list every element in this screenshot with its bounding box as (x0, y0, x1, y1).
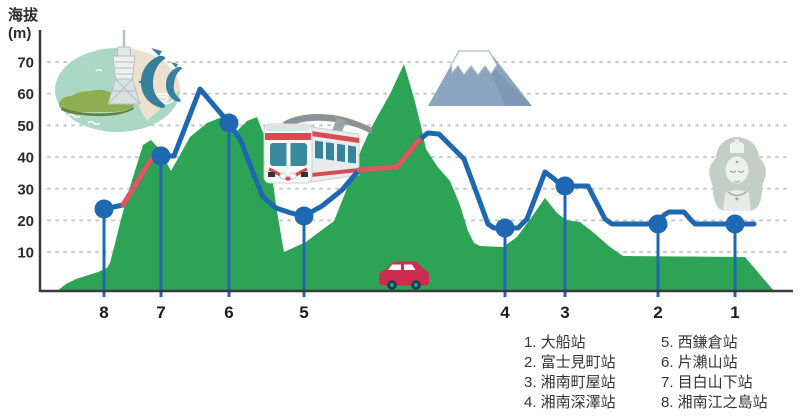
steep-segment-1 (120, 155, 155, 208)
station-dot-5 (294, 206, 314, 226)
y-axis-unit: (m) (8, 25, 31, 42)
station-dot-4 (495, 218, 515, 238)
buddha-urna (735, 160, 739, 164)
x-tick-label-2: 2 (653, 303, 662, 322)
buddha-necklace (727, 191, 747, 197)
car-hub-right (414, 283, 418, 287)
dolphin-small-icon (166, 66, 183, 102)
tower-spire (122, 32, 126, 48)
station-legend: 1. 大船站 2. 富士見町站 3. 湘南町屋站 4. 湘南深澤站 5. 西鎌倉… (524, 333, 798, 413)
tower-cabin (117, 46, 131, 57)
station-dot-3 (555, 176, 575, 196)
x-tick-label-8: 8 (99, 303, 108, 322)
legend-item: 8. 湘南江之島站 (661, 394, 768, 411)
legend-item: 7. 目白山下站 (661, 374, 753, 391)
monorail-beam (283, 113, 372, 134)
station-dot-1 (725, 214, 745, 234)
station-dot-layer (94, 113, 745, 238)
y-tick-label-10: 10 (17, 245, 34, 262)
train-front-band (265, 133, 311, 140)
x-tick-label-3: 3 (560, 303, 569, 322)
fuji-snowcap (450, 50, 498, 77)
buddha-pendant (735, 197, 739, 201)
buddha-face (725, 156, 749, 184)
y-tick-label-70: 70 (17, 55, 34, 72)
x-tick-label-6: 6 (224, 303, 233, 322)
train-v-stripe (268, 167, 308, 181)
y-tick-label-60: 60 (17, 86, 34, 103)
train-side-stripe-bottom (311, 168, 359, 177)
train-windshield-mullion (286, 143, 291, 166)
steep-segment-2 (356, 137, 422, 173)
legend-item: 1. 大船站 (524, 334, 586, 351)
legend-column-2: 5. 西鎌倉站 6. 片瀨山站 7. 目白山下站 8. 湘南江之島站 (661, 333, 798, 413)
buddha-statue-icon (709, 137, 766, 211)
legend-item: 2. 富士見町站 (524, 354, 616, 371)
legend-item: 5. 西鎌倉站 (661, 334, 738, 351)
train-light-left (268, 172, 275, 177)
train-headlight-right (289, 172, 297, 180)
dolphin-icon (140, 55, 166, 108)
x-tick-label-4: 4 (500, 303, 510, 322)
island-land-shadow (61, 107, 134, 117)
y-tick-label-30: 30 (17, 181, 34, 198)
fuji-shadow (486, 60, 532, 106)
terrain-area (57, 64, 774, 291)
train-side-stripe-top (311, 131, 359, 143)
x-tick-label-1: 1 (730, 303, 739, 322)
wave-icon (67, 68, 103, 126)
tower-tip (122, 29, 126, 34)
station-dot-2 (648, 214, 668, 234)
train-light-right (301, 172, 308, 177)
station-dot-8 (94, 199, 114, 219)
buddha-eyes (729, 170, 745, 173)
legend-item: 6. 片瀨山站 (661, 354, 738, 371)
tower-deck-bands (114, 61, 135, 75)
station-dot-6 (219, 113, 239, 133)
station-dot-7 (151, 146, 171, 166)
x-tick-labels: 8 7 6 5 4 3 2 1 (99, 303, 739, 322)
train-headlight-left (279, 172, 287, 180)
car-hub-left (390, 283, 394, 287)
legend-item: 4. 湘南深澤站 (524, 394, 616, 411)
legend-item: 3. 湘南町屋站 (524, 374, 616, 391)
train-side-windows (315, 140, 356, 164)
buddha-crown (730, 141, 744, 153)
y-tick-label-50: 50 (17, 118, 34, 135)
car-icon (379, 261, 429, 290)
dolphin-small-fluke (171, 62, 178, 68)
car-window-rear (404, 264, 416, 270)
y-axis-title: 海拔 (8, 6, 39, 24)
mount-fuji-icon (428, 50, 532, 106)
y-tick-label-20: 20 (17, 213, 34, 230)
car-window-front (388, 264, 401, 270)
dolphin-fins (138, 48, 162, 85)
x-tick-label-7: 7 (156, 303, 165, 322)
y-tick-labels: 70 60 50 40 30 20 10 (17, 55, 34, 262)
monorail-train-icon (263, 113, 372, 184)
train-roof (266, 125, 310, 131)
y-tick-label-40: 40 (17, 150, 34, 167)
x-tick-label-5: 5 (299, 303, 308, 322)
enoshima-island-icon (55, 29, 183, 132)
tower-lattice (107, 78, 141, 105)
station-stem-layer (102, 123, 737, 297)
legend-column-1: 1. 大船站 2. 富士見町站 3. 湘南町屋站 4. 湘南深澤站 (524, 333, 661, 413)
buddha-mouth (733, 180, 741, 183)
